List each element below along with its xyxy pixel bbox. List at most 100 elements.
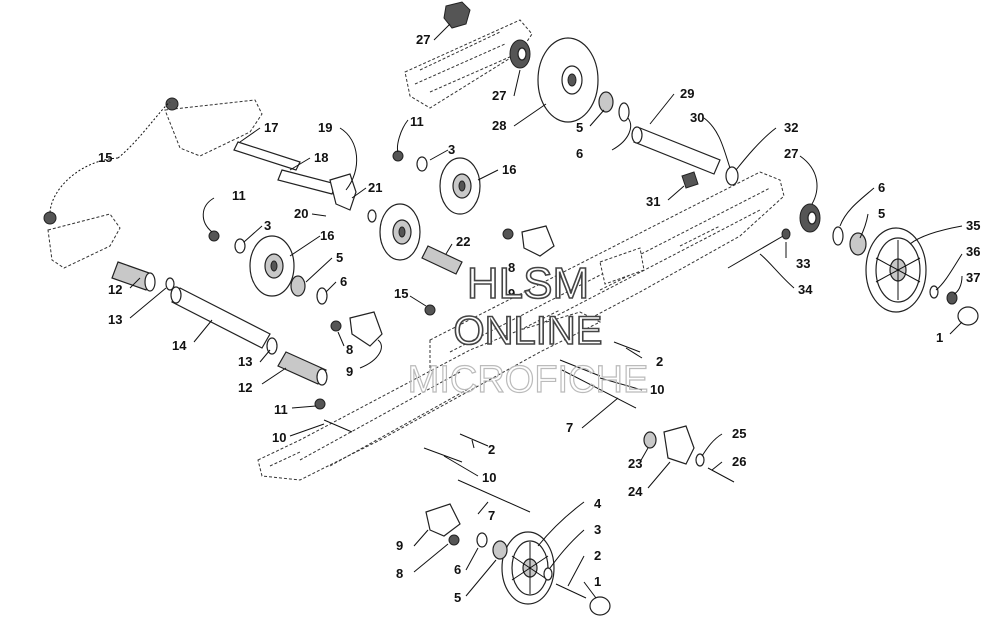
washer-6-a — [618, 102, 630, 122]
washer-3-b — [234, 238, 246, 254]
callout-24: 24 — [628, 484, 643, 499]
nut-11-b — [208, 230, 220, 242]
bearing-5-a — [598, 91, 614, 113]
washer-6-lower — [476, 532, 488, 548]
nut-8-right — [502, 228, 514, 240]
wheel-35 — [865, 227, 927, 313]
callout-5-lower: 5 — [454, 590, 461, 605]
shaft-18 — [277, 169, 337, 195]
callout-6-mid: 6 — [340, 274, 347, 289]
washer-3-lower — [543, 567, 553, 581]
callout-5-right: 5 — [878, 206, 885, 221]
callout-6-right: 6 — [878, 180, 885, 195]
rail-left-upper — [47, 99, 263, 269]
callout-30: 30 — [690, 110, 704, 125]
bolt-10-c — [423, 447, 463, 463]
hub-27-top — [509, 39, 531, 69]
watermark-line-2: ONLINE — [454, 309, 603, 353]
spacer-12-lower — [277, 351, 328, 386]
callout-16-top: 16 — [502, 162, 516, 177]
nut-15-mid — [424, 304, 436, 316]
callout-labels: 27 27 28 29 30 5 6 32 27 31 6 5 35 36 37… — [98, 32, 980, 605]
callout-34: 34 — [798, 282, 813, 297]
callout-19: 19 — [318, 120, 332, 135]
callout-31: 31 — [646, 194, 660, 209]
cap-1-right — [957, 306, 979, 326]
callout-29: 29 — [680, 86, 694, 101]
callout-6-top: 6 — [576, 146, 583, 161]
callout-18: 18 — [314, 150, 328, 165]
callout-11-b: 11 — [232, 188, 246, 203]
nut-15-top — [165, 97, 179, 111]
callout-3-lower: 3 — [594, 522, 601, 537]
callout-11-a: 11 — [410, 114, 424, 129]
callout-16-mid: 16 — [320, 228, 334, 243]
callout-26: 26 — [732, 454, 746, 469]
arm-9-lower — [425, 503, 461, 537]
callout-27-right: 27 — [784, 146, 798, 161]
callout-35: 35 — [966, 218, 980, 233]
bolt-26 — [707, 467, 735, 483]
block-31 — [681, 171, 699, 189]
callout-7-lower: 7 — [488, 508, 495, 523]
nut-8-lower — [448, 534, 460, 546]
callout-23: 23 — [628, 456, 642, 471]
nut-11-a — [392, 150, 404, 162]
wheel-28 — [537, 37, 599, 123]
callout-25: 25 — [732, 426, 746, 441]
hub-27-right — [799, 203, 821, 233]
nut-33 — [781, 228, 791, 240]
callout-33: 33 — [796, 256, 810, 271]
washer-6-right — [832, 226, 844, 246]
bolt-7-upper — [561, 369, 637, 409]
washer-25 — [695, 453, 705, 467]
callout-12-lower: 12 — [238, 380, 252, 395]
nut-8-upper — [330, 320, 342, 332]
wheel-16-middle — [379, 203, 421, 261]
callout-3-a: 3 — [448, 142, 455, 157]
wheel-16-left — [249, 235, 295, 297]
wheel-4 — [501, 531, 555, 605]
wheel-16-top — [439, 157, 481, 215]
bushing-23 — [643, 431, 657, 449]
callout-13-lower: 13 — [238, 354, 252, 369]
bolt-2-a — [613, 341, 641, 353]
clip-27-top — [443, 1, 471, 29]
nut-15-left — [43, 211, 57, 225]
callout-5-top: 5 — [576, 120, 583, 135]
callout-8-right: 8 — [508, 260, 515, 275]
callout-36: 36 — [966, 244, 980, 259]
callout-27-hub: 27 — [492, 88, 506, 103]
callout-2-b: 2 — [488, 442, 495, 457]
spacer-12-upper — [111, 261, 156, 292]
cap-1-lower — [589, 596, 611, 616]
bolt-2-b — [459, 433, 489, 447]
callout-5-mid: 5 — [336, 250, 343, 265]
shaft-29 — [631, 126, 721, 175]
bolt-7-lower — [457, 479, 531, 513]
washer-6-left — [316, 287, 328, 305]
washer-3-a — [416, 156, 428, 172]
slide-rail-left — [257, 311, 602, 481]
callout-22: 22 — [456, 234, 470, 249]
callout-32: 32 — [784, 120, 798, 135]
watermark-line-3: MICROFICHE — [408, 359, 649, 401]
washer-36 — [929, 285, 939, 299]
callout-3-b: 3 — [264, 218, 271, 233]
callout-7-upper: 7 — [566, 420, 573, 435]
bracket-19 — [329, 173, 357, 211]
leader-lines — [49, 23, 963, 599]
bolt-37 — [946, 291, 958, 305]
watermark-line-1: HLSM — [467, 259, 589, 308]
callout-15-mid: 15 — [394, 286, 408, 301]
arm-9-upper — [349, 311, 383, 347]
callout-2-lower: 2 — [594, 548, 601, 563]
callout-1-lower: 1 — [594, 574, 601, 589]
callout-10-c: 10 — [482, 470, 496, 485]
callout-8-lower: 8 — [396, 566, 403, 581]
callout-20: 20 — [294, 206, 308, 221]
callout-1-right: 1 — [936, 330, 943, 345]
callout-17: 17 — [264, 120, 278, 135]
bearing-5-left — [290, 275, 306, 297]
